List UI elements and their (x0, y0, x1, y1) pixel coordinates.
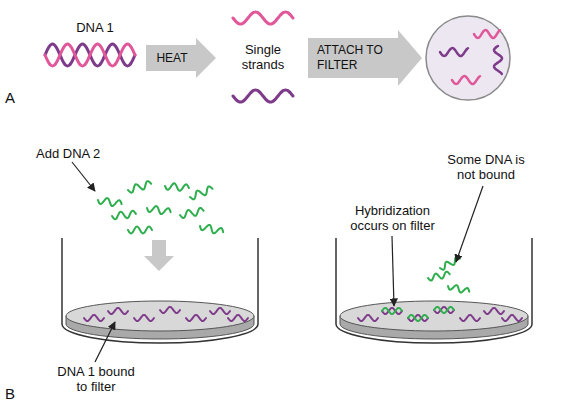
dna-strand (112, 210, 137, 219)
arrow-shape (146, 38, 216, 78)
leader-line (392, 236, 394, 306)
part-label: Single strands (233, 42, 293, 72)
dna-strand (408, 315, 428, 321)
beaker-wall (62, 238, 258, 343)
dna-strand (97, 197, 122, 208)
dna-strand (134, 315, 154, 321)
dna-strand (452, 76, 480, 84)
process-arrow: ATTACH TO FILTER (308, 30, 422, 86)
dna-strand (484, 308, 504, 314)
dna-strand (160, 307, 180, 313)
callout-label: DNA 1 bound to filter (52, 364, 140, 394)
leader-line (95, 322, 115, 362)
panel-letter: B (5, 386, 15, 401)
dna-strand (127, 180, 152, 193)
dna-strand (165, 183, 190, 192)
step-label: ATTACH TO FILTER (317, 43, 396, 73)
dna-strand (228, 315, 248, 321)
dna-strand (146, 205, 171, 216)
dna-strand (233, 12, 293, 24)
dna-strand (128, 227, 152, 234)
part-label: DNA 1 (65, 20, 125, 35)
filter-surface (340, 301, 528, 331)
step-label: HEAT (156, 51, 187, 66)
callout-label: Some DNA is not bound (446, 152, 526, 182)
dna-strand (460, 315, 480, 321)
filter-disc (426, 16, 510, 100)
dna-strand (502, 315, 522, 321)
callout-label: Hybridization occurs on filter (345, 203, 440, 233)
dna-strand (210, 308, 230, 314)
dna-strand (179, 207, 204, 218)
dna-strand (199, 223, 224, 236)
dna-strand (108, 308, 128, 314)
leader-line (72, 162, 95, 191)
dna-strand (45, 44, 135, 66)
dna-strand (45, 44, 135, 66)
dna-strand (233, 90, 293, 102)
filter-surface (66, 301, 254, 331)
arrow-shape (308, 30, 422, 86)
dna-strand (382, 308, 402, 314)
process-arrow: HEAT (146, 38, 216, 78)
dna-strand (358, 315, 378, 321)
down-arrow (144, 240, 174, 271)
dna-strand (408, 315, 428, 321)
dna-strand (382, 308, 402, 314)
dna-strand (447, 283, 470, 294)
dna-strand (84, 315, 104, 321)
panel-letter: A (5, 90, 15, 105)
beaker-wall (336, 238, 532, 343)
dna-strand (186, 315, 206, 321)
callout-label: Add DNA 2 (36, 146, 100, 161)
dna-strand (427, 271, 450, 281)
dna-strand (494, 46, 502, 74)
dna-strand (474, 30, 500, 38)
dna-strand (189, 186, 214, 201)
dna-strand (434, 307, 454, 313)
leader-line (456, 186, 483, 262)
dna-strand (440, 48, 468, 56)
dna-strand (434, 307, 454, 313)
